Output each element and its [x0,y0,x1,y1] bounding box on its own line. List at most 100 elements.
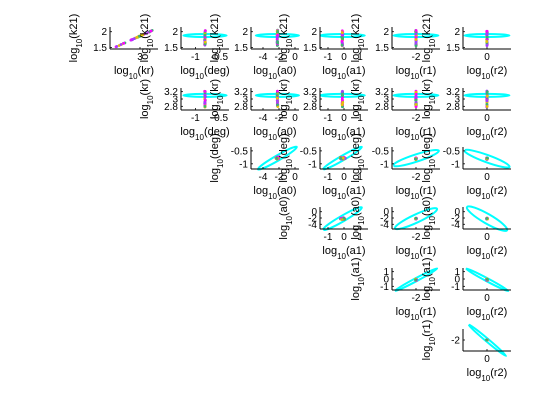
y-tick-label: 3.2 [164,87,178,98]
y-tick-label: 2 [242,27,248,38]
y-tick-label: 0 [454,207,460,218]
y-tick-label: -2 [451,214,460,225]
x-tick-label: 0 [292,113,298,124]
x-tick-label: -2 [412,232,421,243]
y-tick-label: 3 [454,95,460,106]
y-tick-label: 3.2 [446,87,460,98]
data-point [144,32,148,35]
data-point [341,156,345,160]
data-point [414,157,417,161]
x-axis-label: log10(r1) [396,245,437,261]
x-tick-label: 0 [341,52,347,63]
data-point [203,33,207,37]
data-point [414,278,418,282]
data-point [414,38,418,41]
y-tick-label: -1 [239,159,248,170]
y-tick-label: 3 [383,95,389,106]
data-point [414,103,418,106]
x-axis-label: log10(r2) [467,185,508,201]
x-tick-label: -2 [275,172,284,183]
data-point [203,29,207,33]
y-axis-label: log10(k21) [139,14,155,63]
x-tick-label: 0 [341,232,347,243]
data-point [485,90,489,94]
x-tick-label: -1 [191,113,200,124]
data-point [276,41,280,45]
y-tick-label: 0 [383,275,389,286]
x-tick-label: 0 [292,172,298,183]
y-axis-label: log10(kr) [421,79,437,119]
data-point [276,33,279,37]
data-point [340,36,344,40]
y-tick-label: 1.5 [234,43,248,54]
y-tick-label: -0.5 [300,146,318,157]
data-point [149,29,153,33]
data-point [122,41,126,45]
data-point [276,100,279,104]
data-point [276,98,279,102]
y-axis-label: log10(a1) [421,257,437,300]
y-tick-label: -2 [451,336,460,347]
data-point [203,40,207,44]
y-tick-label: 1.5 [375,43,389,54]
x-axis-label: log10(r2) [467,367,508,383]
x-axis-label: log10(a1) [322,185,365,201]
data-point [115,45,119,48]
y-axis-label: log10(deg) [209,133,225,182]
x-axis-label: log10(kr) [114,65,154,81]
y-axis-label: log10(a0) [421,196,437,239]
x-tick-label: -2 [275,113,284,124]
data-point [203,101,207,105]
x-tick-label: -2 [412,113,421,124]
y-axis-label: log10(a0) [278,196,294,239]
y-tick-label: 0 [311,207,317,218]
data-point [485,277,489,281]
x-tick-label: -0.5 [211,113,229,124]
data-point [341,89,344,93]
data-point [339,156,343,160]
y-tick-label: -4 [308,220,317,231]
y-tick-label: -1 [451,282,460,293]
x-tick-label: -1 [324,172,333,183]
data-point [485,29,489,33]
y-tick-label: 2.8 [234,102,248,113]
x-axis-label: log10(a0) [253,126,296,142]
data-point [203,89,207,93]
data-point [340,96,344,100]
y-tick-label: 2.8 [303,102,317,113]
y-tick-label: -2 [380,214,389,225]
y-tick-label: -0.5 [372,146,390,157]
x-axis-label: log10(r2) [467,65,508,81]
x-axis-label: log10(r2) [467,306,508,322]
x-tick-label: 0 [292,52,298,63]
y-tick-label: -0.5 [231,146,249,157]
x-tick-label: 0 [484,232,490,243]
data-point [138,34,141,38]
y-axis-label: log10(a1) [350,257,366,300]
data-point [414,94,418,98]
y-tick-label: 1 [383,267,389,278]
data-point [486,156,489,160]
x-tick-label: 0 [484,172,490,183]
data-point [485,102,489,106]
x-axis-label: log10(r1) [396,126,437,142]
y-axis-label: log10(kr) [139,79,155,119]
y-tick-label: 2.8 [375,102,389,113]
y-tick-label: 3 [242,95,248,106]
data-point [275,96,279,100]
x-tick-label: 1 [357,52,363,63]
x-axis-label: log10(a0) [253,65,296,81]
y-axis-label: log10(k21) [68,14,84,63]
